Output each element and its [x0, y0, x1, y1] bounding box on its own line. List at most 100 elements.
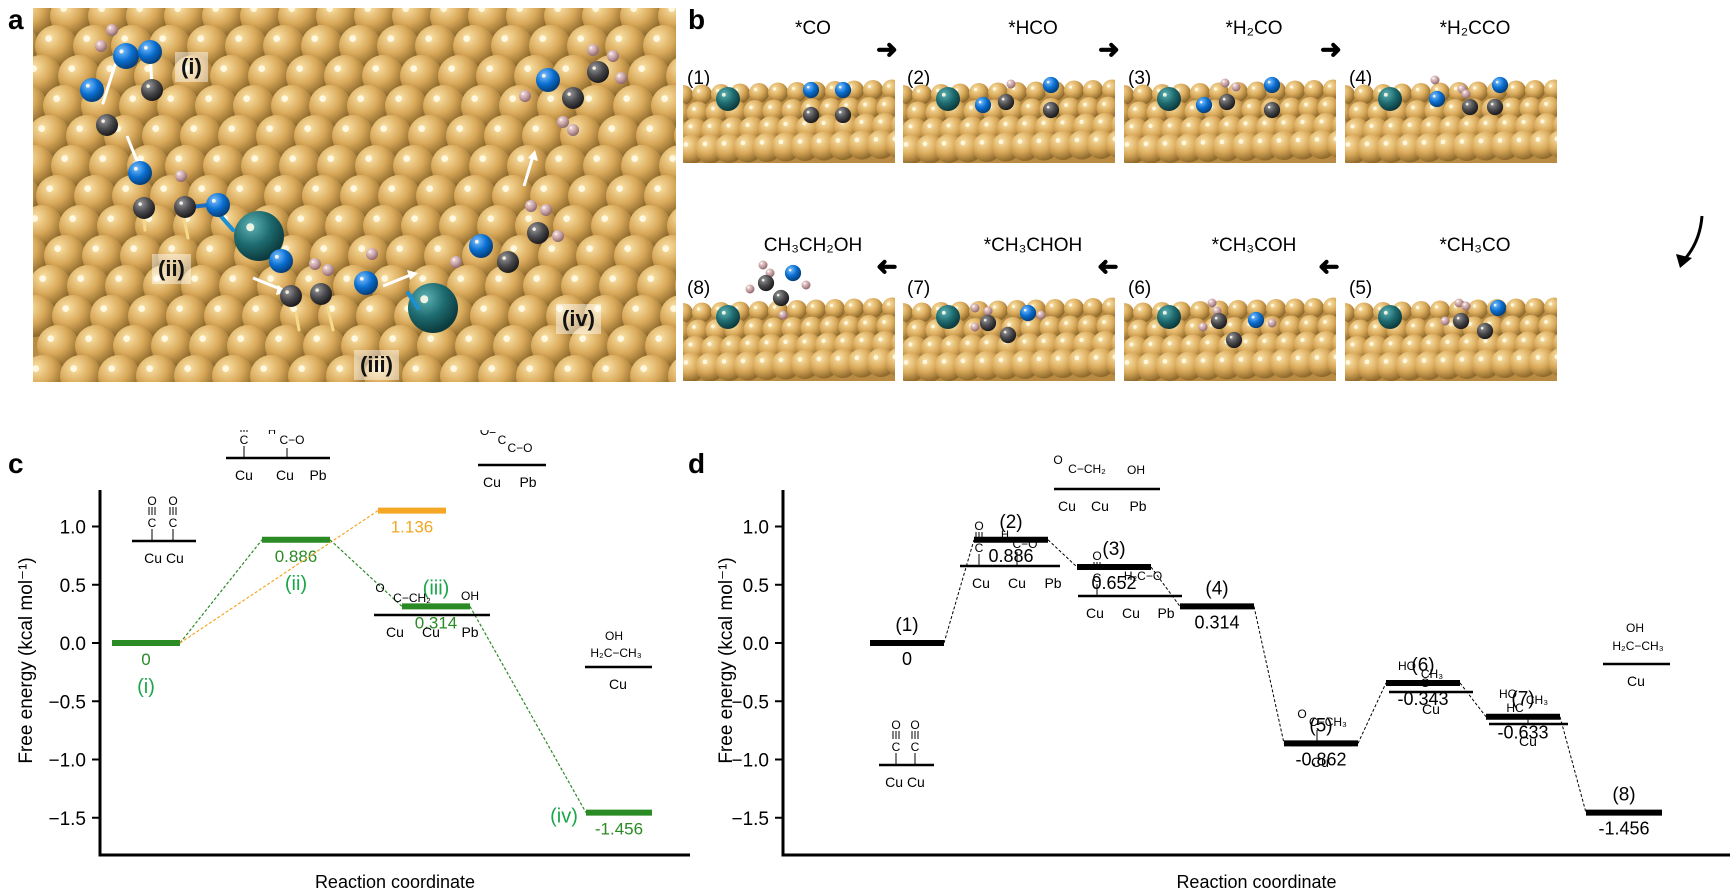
cu-atom-highlight [878, 119, 883, 124]
cu-atom-highlight [555, 155, 563, 163]
cu-atom-highlight [1041, 120, 1046, 126]
cu-atom-highlight [47, 335, 55, 343]
h-atom [1198, 322, 1208, 332]
cu-atom-highlight [342, 125, 350, 133]
cu-atom [1285, 298, 1305, 319]
cu-atom-highlight [290, 305, 298, 313]
h-atom-highlight [972, 305, 975, 308]
panel-a-label-ii: (ii) [152, 254, 191, 284]
h-atom-highlight [1038, 312, 1041, 315]
h-atom-highlight [1463, 303, 1466, 306]
c-atom-highlight [532, 227, 536, 231]
cu-atom-highlight [688, 342, 693, 347]
cu-atom-highlight [214, 305, 222, 313]
right-arrow-icon: ➜ [1320, 34, 1342, 64]
cu-atom-highlight [696, 307, 701, 311]
cu-atom-highlight [1068, 85, 1073, 89]
cu-atom-highlight [281, 95, 289, 103]
cu-atom-highlight [912, 107, 916, 111]
slab-group [1124, 297, 1336, 381]
cu-atom-highlight [1087, 302, 1092, 307]
cu-atom-highlight [83, 35, 91, 43]
cu-atom-highlight [243, 95, 251, 103]
cu-atom-highlight [593, 155, 601, 163]
c-atom [1210, 312, 1228, 330]
cu-atom-highlight [1449, 322, 1453, 327]
cu-atom-highlight [1358, 89, 1363, 93]
cu-atom-highlight [768, 323, 772, 327]
cu-atom-highlight [638, 65, 646, 73]
cu-atom-highlight [556, 305, 564, 313]
cu-atom [1102, 297, 1115, 318]
cu-atom [1332, 116, 1336, 135]
cu-atom-highlight [759, 140, 765, 145]
cu-atom [891, 334, 895, 353]
hydroxyl-group: HO [1499, 687, 1517, 701]
cu-atom [667, 208, 676, 244]
cu-atom-highlight [873, 137, 879, 142]
c-atom-highlight [179, 201, 183, 205]
oxygen-symbol: O [147, 494, 156, 508]
step-label: (iv) [550, 806, 578, 828]
cu-atom-highlight [1415, 87, 1420, 92]
cu-atom-highlight [313, 335, 321, 343]
cu-atom-highlight [602, 365, 610, 373]
cu-atom-highlight [1535, 137, 1541, 142]
cu-atom-highlight [867, 84, 872, 89]
cu-atom-highlight [1377, 306, 1382, 311]
c-atom-highlight [101, 119, 105, 123]
cu-atom-highlight [1464, 121, 1469, 126]
cu-atom-highlight [1152, 106, 1156, 111]
cu-atom-highlight [821, 338, 826, 344]
cu-atom-highlight [46, 185, 54, 193]
cu-atom [1323, 297, 1336, 318]
cu-atom-highlight [488, 365, 496, 373]
cu-atom-highlight [99, 155, 107, 163]
cu-atom-highlight [922, 141, 928, 147]
cu-atom-highlight [205, 95, 213, 103]
cu-atom-highlight [740, 358, 746, 364]
c-o-group: C−O [1012, 537, 1037, 551]
h-atom-highlight [1432, 77, 1435, 80]
x-axis-label: Reaction coordinate [315, 872, 475, 888]
cu-atom-highlight [882, 320, 886, 324]
step-number-label: (4) [1205, 578, 1228, 599]
cu-atom [1411, 301, 1431, 321]
cu-atom-highlight [721, 141, 727, 146]
step-title: *H₂CO [1225, 18, 1283, 39]
cu-atom-highlight [197, 35, 205, 43]
cu-atom-highlight [503, 335, 511, 343]
o-atom-highlight [1023, 308, 1027, 312]
h-atom-highlight [1008, 81, 1011, 84]
cu-atom-highlight [764, 122, 769, 127]
cu-atom-highlight [1295, 137, 1301, 143]
cu-atom-highlight [726, 341, 731, 346]
cu-atom-highlight [494, 125, 502, 133]
cu-atom [1525, 298, 1545, 318]
cu-atom-highlight [1373, 106, 1377, 111]
cu-atom-highlight [106, 65, 114, 73]
cu-atom-highlight [1525, 320, 1529, 325]
carbon-symbol: C [169, 516, 178, 530]
cu-atom-highlight [825, 103, 829, 108]
cu-atom-highlight [624, 245, 632, 253]
cu-atom-highlight [1449, 104, 1453, 109]
cu-atom-highlight [1276, 138, 1282, 143]
cu-atom-highlight [374, 365, 382, 373]
o-atom [469, 234, 493, 258]
h-atom-highlight [1209, 300, 1212, 303]
cu-atom-highlight [854, 137, 860, 143]
cu-atom-highlight [844, 321, 848, 325]
cu-atom-highlight [1276, 356, 1282, 361]
structure-occh2-oh-site-label: Cu [422, 624, 440, 640]
cu-atom-highlight [787, 322, 791, 327]
cu-atom-highlight [250, 8, 258, 13]
cu-atom-highlight [199, 335, 207, 343]
cu-atom-highlight [721, 359, 727, 364]
cu-atom-highlight [1148, 341, 1153, 347]
cu-atom [1285, 80, 1305, 101]
c-atom-highlight [1229, 335, 1233, 339]
cu-atom-highlight [222, 365, 230, 373]
cu-atom-highlight [425, 35, 433, 43]
